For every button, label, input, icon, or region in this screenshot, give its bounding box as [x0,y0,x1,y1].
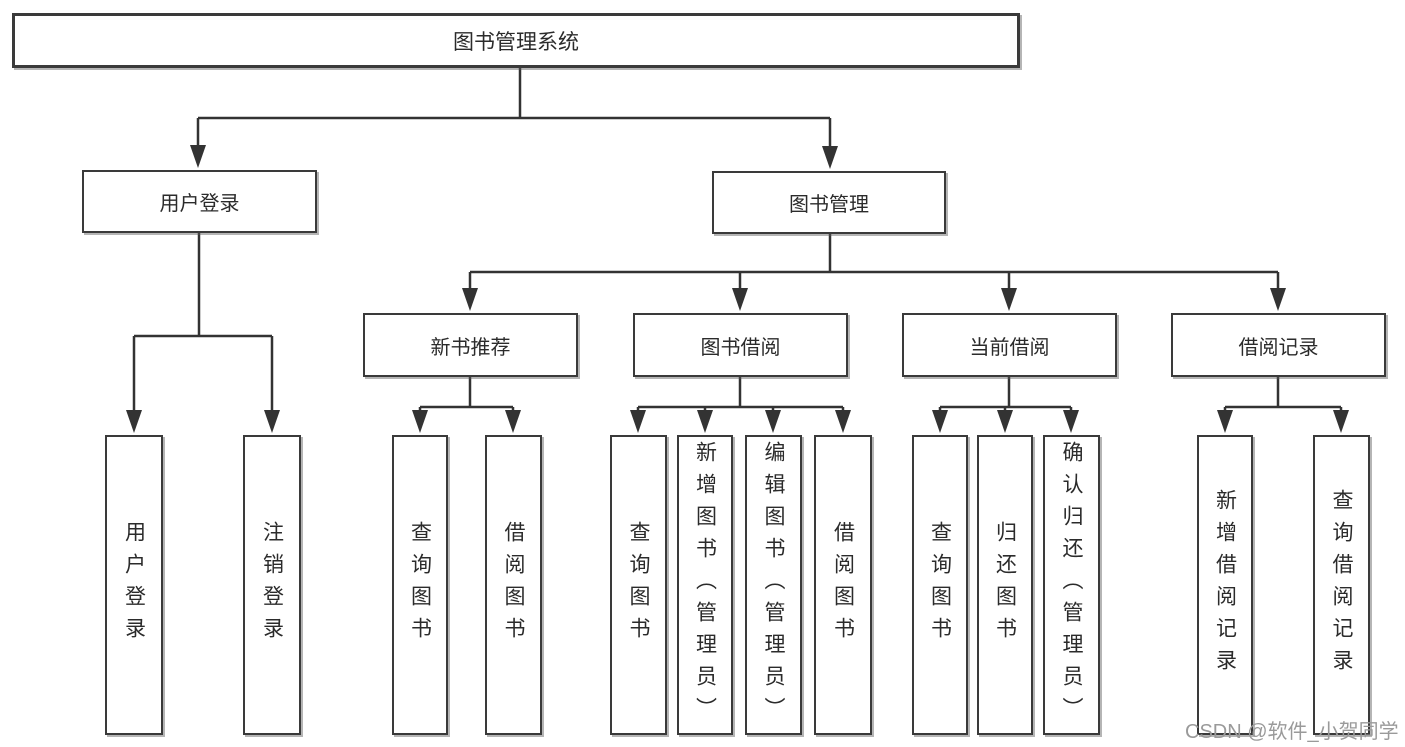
leaf-logout: 注销登录 [243,435,301,735]
node-library-management-system: 图书管理系统 [12,13,1020,68]
leaf-add-borrow-record: 新增借阅记录 [1197,435,1253,735]
arrowheads [126,145,1349,433]
connector-bookmgmt-to-level3 [468,234,1280,289]
leaf-add-books-admin: 新增图书（管理员） [677,435,733,735]
node-new-book-recommendation: 新书推荐 [363,313,578,377]
connector-root-to-level2 [196,68,832,146]
leaf-query-books-borrowing: 查询图书 [610,435,667,735]
leaf-query-books-current: 查询图书 [912,435,968,735]
node-user-login: 用户登录 [82,170,317,233]
leaf-return-books: 归还图书 [977,435,1033,735]
leaf-confirm-return-admin: 确认归还（管理员） [1043,435,1100,735]
leaf-borrow-books: 借阅图书 [814,435,872,735]
node-book-management: 图书管理 [712,171,946,234]
connector-records-to-leaves [1223,377,1343,412]
connector-currentborrow-to-leaves [938,377,1073,412]
node-current-borrowing: 当前借阅 [902,313,1117,377]
leaf-user-login: 用户登录 [105,435,163,735]
node-book-borrowing: 图书借阅 [633,313,848,377]
leaf-query-borrow-record: 查询借阅记录 [1313,435,1370,735]
leaf-borrow-books-recommend: 借阅图书 [485,435,542,735]
connector-userlogin-to-leaves [132,233,274,412]
watermark: CSDN @软件_小贺同学 [1185,721,1399,743]
connector-newbook-to-leaves [418,377,515,412]
node-borrowing-records: 借阅记录 [1171,313,1386,377]
leaf-query-books-recommend: 查询图书 [392,435,448,735]
connector-bookborrow-to-leaves [636,377,845,412]
leaf-edit-books-admin: 编辑图书（管理员） [745,435,802,735]
